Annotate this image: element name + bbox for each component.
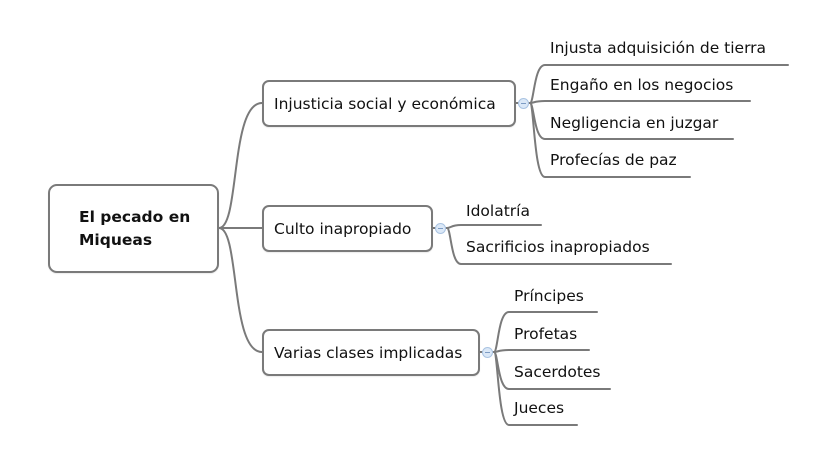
root-label-line-1: El pecado en [79, 207, 191, 226]
connector-leaf-1-4 [529, 102, 691, 178]
leaf-topic[interactable]: Príncipes [514, 287, 584, 305]
connector-root-branch-3 [218, 227, 263, 353]
leaf-topic[interactable]: Profetas [514, 325, 578, 343]
root-label-line-2: Miqueas [79, 230, 153, 249]
leaf-topic[interactable]: Profecías de paz [550, 151, 677, 169]
branch-node-improper-worship[interactable]: Culto inapropiado [262, 205, 433, 252]
leaf-topic[interactable]: Injusta adquisición de tierra [550, 39, 767, 57]
leaf-topic[interactable]: Idolatría [466, 202, 530, 220]
root-label: El pecado en Miqueas [79, 206, 190, 252]
connector-leaf-1-2 [529, 100, 751, 104]
connector-leaf-3-4 [493, 351, 578, 426]
connector-leaf-3-2 [493, 349, 590, 353]
connector-leaf-2-1 [446, 224, 542, 229]
branch-node-social-economic-injustice[interactable]: Injusticia social y económica [262, 80, 516, 127]
leaf-topic[interactable]: Sacrificios inapropiados [466, 238, 650, 256]
collapse-toggle-icon[interactable] [518, 98, 529, 109]
connector-leaf-2-2 [446, 227, 672, 265]
collapse-toggle-icon[interactable] [482, 347, 493, 358]
leaf-topic[interactable]: Engaño en los negocios [550, 76, 734, 94]
branch-label: Varias clases implicadas [274, 343, 463, 362]
connector-root-branch-1 [218, 102, 263, 229]
branch-node-classes-involved[interactable]: Varias clases implicadas [262, 329, 480, 376]
leaf-topic[interactable]: Jueces [514, 399, 565, 417]
branch-label: Culto inapropiado [274, 219, 412, 238]
root-node[interactable]: El pecado en Miqueas [48, 184, 219, 273]
connector-leaf-3-1 [493, 311, 598, 353]
branch-label: Injusticia social y económica [274, 94, 496, 113]
collapse-toggle-icon[interactable] [435, 223, 446, 234]
connector-leaf-1-1 [529, 64, 789, 104]
leaf-topic[interactable]: Negligencia en juzgar [550, 114, 719, 132]
leaf-topic[interactable]: Sacerdotes [514, 363, 601, 381]
